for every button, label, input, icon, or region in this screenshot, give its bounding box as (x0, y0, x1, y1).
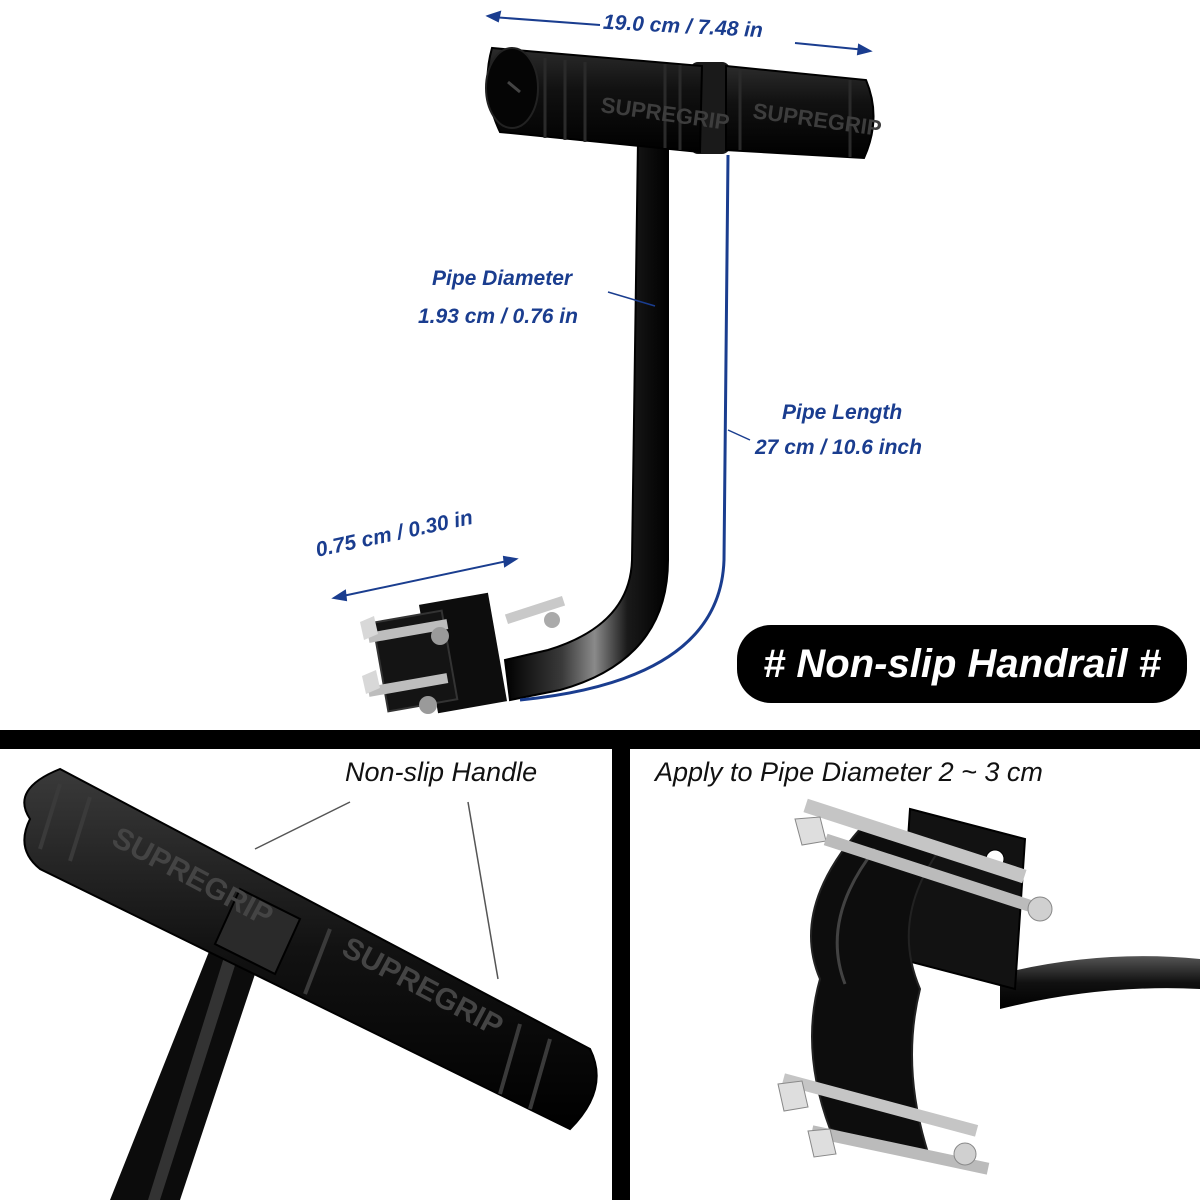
pipe-length-dimension-line (519, 154, 730, 702)
product-overview-panel: SUPREGRIP SUPREGRIP 19.0 cm / 7.48 in (313, 10, 1187, 714)
pipe-diameter-label: Pipe Diameter (432, 267, 573, 290)
pipe-length-value: 27 cm / 10.6 inch (755, 436, 922, 459)
handle-stem (110, 949, 260, 1200)
handle-grip (23, 767, 598, 1131)
clamp-closeup-illustration (777, 798, 1200, 1175)
pipe-diameter-range-caption: Apply to Pipe Diameter 2 ~ 3 cm (655, 757, 1043, 787)
pipe-diameter-value: 1.93 cm / 0.76 in (418, 305, 578, 328)
left-grip (485, 46, 704, 154)
non-slip-handrail-badge: # Non-slip Handrail # (737, 625, 1187, 703)
pipe-length-label: Pipe Length (782, 401, 903, 424)
clamp-pipe (1000, 956, 1200, 1009)
bottom-bolts (777, 1073, 990, 1175)
grip-ridges (543, 58, 852, 157)
caption-pointer-2 (467, 801, 499, 980)
caption-pointer-1 (254, 801, 351, 850)
right-grip (725, 64, 875, 160)
top-bolts (794, 798, 1053, 922)
vertical-pipe (503, 139, 669, 702)
pipe-diameter-pointer (607, 291, 656, 307)
non-slip-handle-caption: Non-slip Handle (345, 757, 538, 787)
clamp-closeup-panel: Apply to Pipe Diameter 2 ~ 3 cm (630, 749, 1200, 1200)
clamp-assembly (360, 592, 566, 714)
handle-closeup-panel: SUPREGRIP SUPREGRIP Non-slip Handle (0, 749, 612, 1200)
vertical-divider (612, 749, 630, 1200)
handle-closeup-illustration: SUPREGRIP SUPREGRIP (23, 767, 598, 1200)
handle-grip-ridges (38, 783, 552, 1110)
grip-width-dimension-line (485, 10, 873, 56)
handrail-illustration: SUPREGRIP SUPREGRIP (331, 10, 883, 714)
horizontal-divider (0, 730, 1200, 749)
clamp-dimension-line (331, 555, 519, 602)
